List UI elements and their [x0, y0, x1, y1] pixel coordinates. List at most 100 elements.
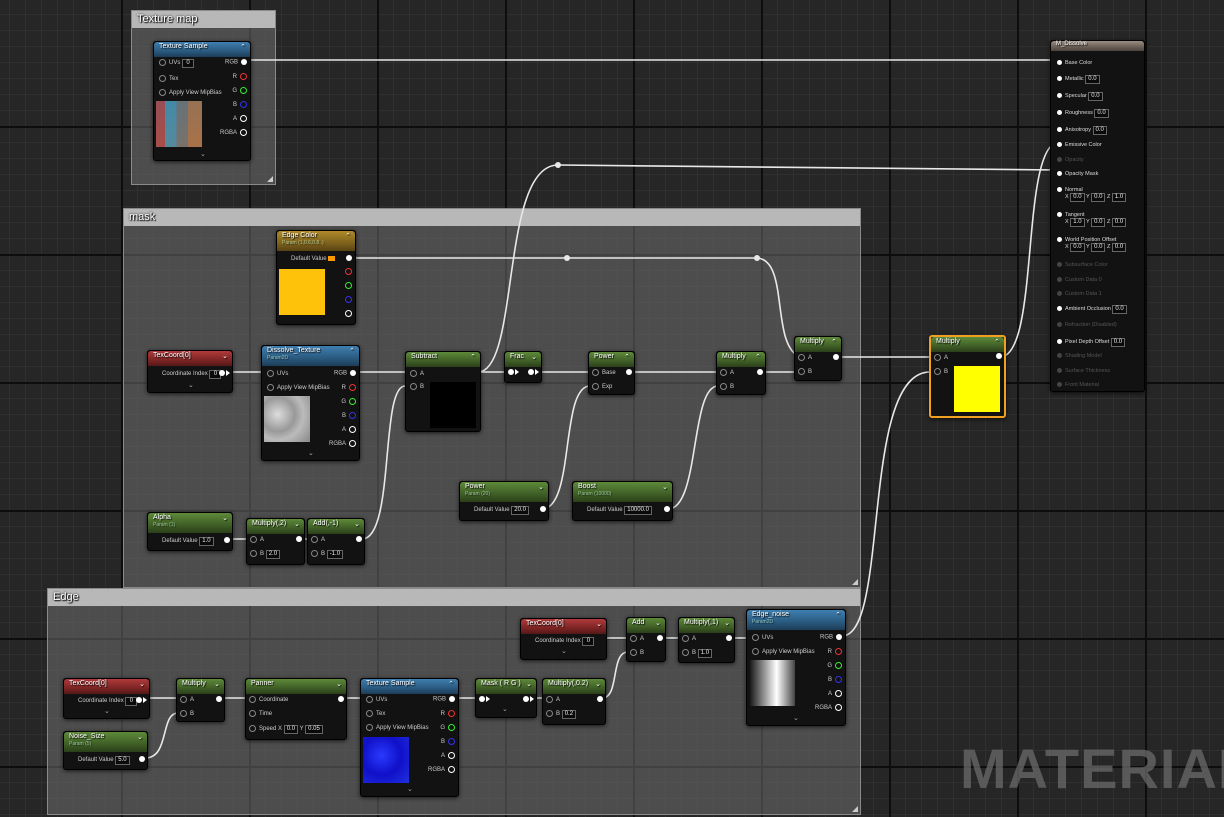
b-pin[interactable]: B — [934, 368, 948, 375]
chevron-up-icon[interactable]: ⌃ — [831, 339, 837, 346]
a-pin[interactable]: A — [934, 354, 948, 361]
default-value-field[interactable]: 1.0 — [199, 537, 214, 546]
input-pin[interactable] — [1057, 187, 1062, 193]
exp-pin[interactable]: Exp — [592, 383, 612, 390]
chevron-up-icon[interactable]: ⌃ — [624, 354, 630, 361]
material-input-row[interactable]: World Position Offset X 0.0 Y 0.0 Z 0.0 — [1057, 237, 1127, 252]
multiply-02-node[interactable]: Multiply(,0.2)⌄ A B 0.2 — [542, 678, 606, 725]
output-pin[interactable] — [221, 537, 230, 544]
texcoord-node[interactable]: TexCoord[0]⌄ Coordinate Index 0 ⌄ — [520, 618, 607, 660]
material-input-row[interactable]: Base Color — [1057, 60, 1092, 66]
chevron-up-icon[interactable]: ⌃ — [755, 354, 761, 361]
output-pin[interactable] — [993, 353, 1002, 360]
mip-pin[interactable]: Apply View MipBias — [752, 648, 815, 655]
node-header[interactable]: Add⌄ — [627, 618, 665, 633]
rgba-output[interactable]: RGBA — [220, 129, 247, 136]
subtract-node[interactable]: Subtract⌃ A B — [405, 351, 481, 432]
panner-node[interactable]: Panner⌄ Coordinate Time Speed X 0.0 Y 0.… — [245, 678, 347, 740]
chevron-up-icon[interactable]: ⌃ — [994, 339, 1000, 346]
input-pin[interactable] — [1057, 171, 1062, 177]
material-input-row[interactable]: Surface Thickness — [1057, 368, 1110, 374]
rgba-output[interactable]: RGBA — [815, 704, 842, 711]
texcoord-node[interactable]: TexCoord[0]⌄ Coordinate Index 0 ⌄ — [147, 350, 233, 393]
axis-value-x[interactable]: 0.0 — [1070, 193, 1085, 202]
texture-sample-node[interactable]: Texture Sample⌃ UVs Tex Apply View MipBi… — [360, 678, 459, 797]
expand-chevron-icon[interactable]: ⌄ — [308, 450, 314, 457]
chevron-up-icon[interactable]: ⌃ — [240, 44, 246, 51]
default-value-pin[interactable]: Default Value 5.0 — [78, 756, 130, 765]
b-output[interactable]: B — [233, 101, 247, 108]
material-input-row[interactable]: Opacity — [1057, 157, 1084, 163]
node-header[interactable]: TexCoord[0]⌄ — [521, 619, 606, 634]
input-pin[interactable] — [1057, 110, 1062, 116]
chevron-down-icon[interactable]: ⌄ — [336, 681, 342, 688]
chevron-up-icon[interactable]: ⌃ — [448, 681, 454, 688]
b-output[interactable]: B — [441, 738, 455, 745]
add-neg1-node[interactable]: Add(,-1)⌄ A B -1.0 — [307, 518, 365, 565]
node-header[interactable]: M_Dissolve — [1051, 41, 1144, 51]
output-pin[interactable] — [335, 696, 344, 703]
node-header[interactable]: Subtract⌃ — [406, 352, 480, 367]
input-pin[interactable] — [1057, 93, 1062, 99]
b-value[interactable]: 1.0 — [697, 649, 713, 659]
material-input-row[interactable]: Emissive Color — [1057, 142, 1102, 148]
chevron-up-icon[interactable]: ⌃ — [345, 233, 351, 240]
b-pin[interactable]: B — [630, 649, 644, 656]
b-value[interactable]: 2.0 — [265, 550, 281, 560]
default-value-pin[interactable]: Default Value 1.0 — [162, 537, 214, 546]
node-header[interactable]: Multiply⌄ — [177, 679, 224, 694]
a-output[interactable] — [342, 310, 352, 317]
rgba-output[interactable]: RGBA — [329, 440, 356, 447]
g-output[interactable]: G — [440, 724, 455, 731]
output-pin[interactable] — [654, 635, 663, 642]
material-input-row[interactable]: Front Material — [1057, 382, 1099, 388]
chevron-down-icon[interactable]: ⌄ — [655, 620, 661, 627]
expand-chevron-icon[interactable]: ⌄ — [200, 151, 206, 158]
input-pin[interactable] — [1057, 339, 1062, 345]
material-input-value[interactable]: 0.0 — [1094, 109, 1109, 118]
chevron-down-icon[interactable]: ⌄ — [354, 521, 360, 528]
output-pin[interactable] — [830, 354, 839, 361]
rgb-output[interactable] — [343, 255, 352, 262]
resize-handle[interactable] — [267, 176, 273, 182]
default-value-field[interactable]: 5.0 — [115, 756, 130, 765]
input-pin[interactable] — [1057, 262, 1062, 268]
input-pin[interactable] — [1057, 142, 1062, 148]
time-pin[interactable]: Time — [249, 710, 272, 717]
input-pin[interactable] — [1057, 291, 1062, 297]
chevron-down-icon[interactable]: ⌄ — [294, 521, 300, 528]
mip-pin[interactable]: Apply View MipBias — [267, 384, 330, 391]
default-value-pin[interactable]: Default Value 10000.0 — [587, 506, 652, 515]
coordinate-index-value[interactable]: 0 — [582, 637, 595, 646]
input-pin[interactable] — [1057, 368, 1062, 374]
axis-value-z[interactable]: 0.0 — [1111, 243, 1127, 252]
chevron-down-icon[interactable]: ⌄ — [222, 353, 228, 360]
node-header[interactable]: Frac⌄ — [505, 352, 541, 367]
a-pin[interactable]: A — [180, 696, 194, 703]
b-output[interactable]: B — [828, 676, 842, 683]
expand-chevron-icon[interactable]: ⌄ — [104, 708, 110, 715]
node-header[interactable]: Multiply(,1)⌄ — [679, 618, 734, 633]
chevron-down-icon[interactable]: ⌄ — [526, 681, 532, 688]
expand-chevron-icon[interactable]: ⌄ — [561, 648, 567, 655]
b-output[interactable] — [342, 296, 352, 303]
chevron-down-icon[interactable]: ⌄ — [139, 681, 145, 688]
material-input-row[interactable]: Custom Data 1 — [1057, 291, 1102, 297]
material-input-row[interactable]: Metallic 0.0 — [1057, 75, 1100, 84]
node-header[interactable]: TexCoord[0]⌄ — [148, 351, 232, 366]
chevron-down-icon[interactable]: ⌄ — [531, 354, 537, 361]
input-pin[interactable] — [1057, 306, 1062, 312]
r-output[interactable] — [342, 268, 352, 275]
node-header[interactable]: Add(,-1)⌄ — [308, 519, 364, 534]
output-pin[interactable] — [136, 756, 145, 763]
rgb-output[interactable]: RGB — [225, 59, 247, 66]
